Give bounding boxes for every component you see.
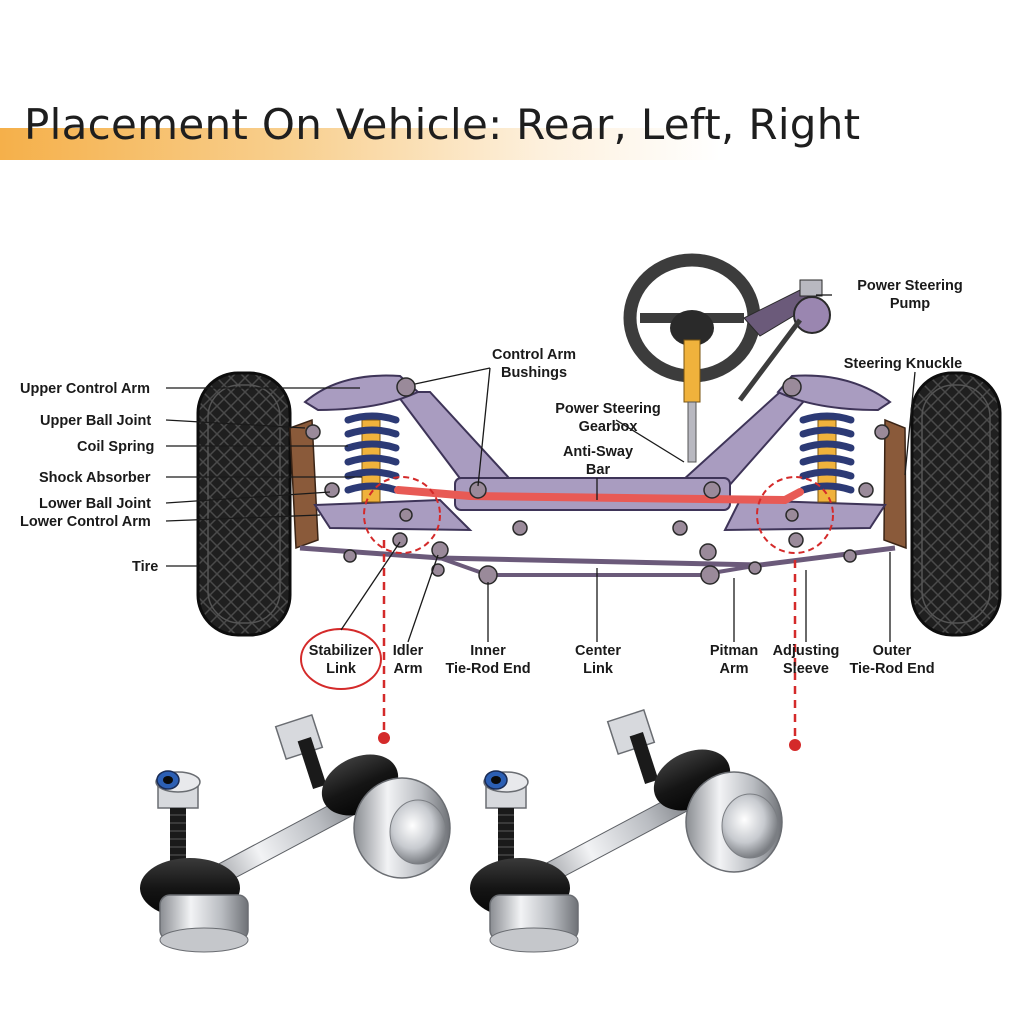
left-drop-dot (378, 732, 390, 744)
label-power-steering-pump-2: Pump (890, 296, 930, 312)
label-anti-sway-bar-2: Bar (586, 462, 611, 478)
label-outer-tie-rod-end-2: Tie-Rod End (849, 661, 934, 677)
label-center-link-1: Center (575, 643, 621, 659)
label-power-steering-gearbox-1: Power Steering (555, 401, 661, 417)
label-idler-arm-2: Arm (393, 661, 422, 677)
left-coil-spring (344, 412, 400, 503)
right-tire (910, 371, 1002, 637)
page-title: Placement On Vehicle: Rear, Left, Right (24, 100, 861, 149)
label-outer-tie-rod-end-1: Outer (873, 643, 912, 659)
label-adjusting-sleeve-1: Adjusting (773, 643, 840, 659)
leader-lines (165, 294, 916, 643)
right-steering-knuckle (883, 418, 907, 550)
left-link-highlight (363, 476, 441, 554)
label-stabilizer-link-1: Stabilizer (309, 643, 374, 659)
right-coil-spring (799, 412, 855, 503)
label-lower-ball-joint: Lower Ball Joint (39, 496, 151, 512)
label-inner-tie-rod-end-2: Tie-Rod End (445, 661, 530, 677)
label-power-steering-gearbox-2: Gearbox (579, 419, 638, 435)
steering-linkage (299, 545, 896, 577)
label-lower-control-arm: Lower Control Arm (20, 514, 151, 530)
right-link-highlight (756, 476, 834, 554)
right-upper-control-arm (776, 374, 892, 412)
label-pitman-arm-1: Pitman (710, 643, 758, 659)
label-anti-sway-bar-1: Anti-Sway (563, 444, 633, 460)
right-lower-control-arm (723, 498, 887, 532)
label-pitman-arm-2: Arm (719, 661, 748, 677)
stabilizer-link-label-circle (300, 628, 382, 690)
left-tire (196, 371, 292, 637)
label-center-link-2: Link (583, 661, 614, 677)
power-steering-pump (738, 279, 831, 402)
label-control-arm-bushings-2: Bushings (501, 365, 567, 381)
bolts (305, 377, 890, 585)
title-highlight-band (0, 128, 720, 160)
left-lower-control-arm (313, 498, 473, 532)
label-upper-control-arm: Upper Control Arm (20, 381, 150, 397)
label-control-arm-bushings-1: Control Arm (492, 347, 576, 363)
label-idler-arm-1: Idler (393, 643, 424, 659)
label-adjusting-sleeve-2: Sleeve (783, 661, 829, 677)
label-coil-spring: Coil Spring (77, 439, 154, 455)
label-power-steering-pump-1: Power Steering (857, 278, 963, 294)
stabilizer-link-product-left (140, 714, 451, 953)
label-tire: Tire (132, 559, 158, 575)
label-steering-knuckle: Steering Knuckle (844, 356, 962, 372)
label-inner-tie-rod-end-1: Inner (470, 643, 506, 659)
left-upper-control-arm (303, 374, 420, 412)
stabilizer-link-product-right (470, 709, 783, 953)
right-drop-dot (789, 739, 801, 751)
label-stabilizer-link-2: Link (326, 661, 357, 677)
label-shock-absorber: Shock Absorber (39, 470, 151, 486)
label-upper-ball-joint: Upper Ball Joint (40, 413, 151, 429)
